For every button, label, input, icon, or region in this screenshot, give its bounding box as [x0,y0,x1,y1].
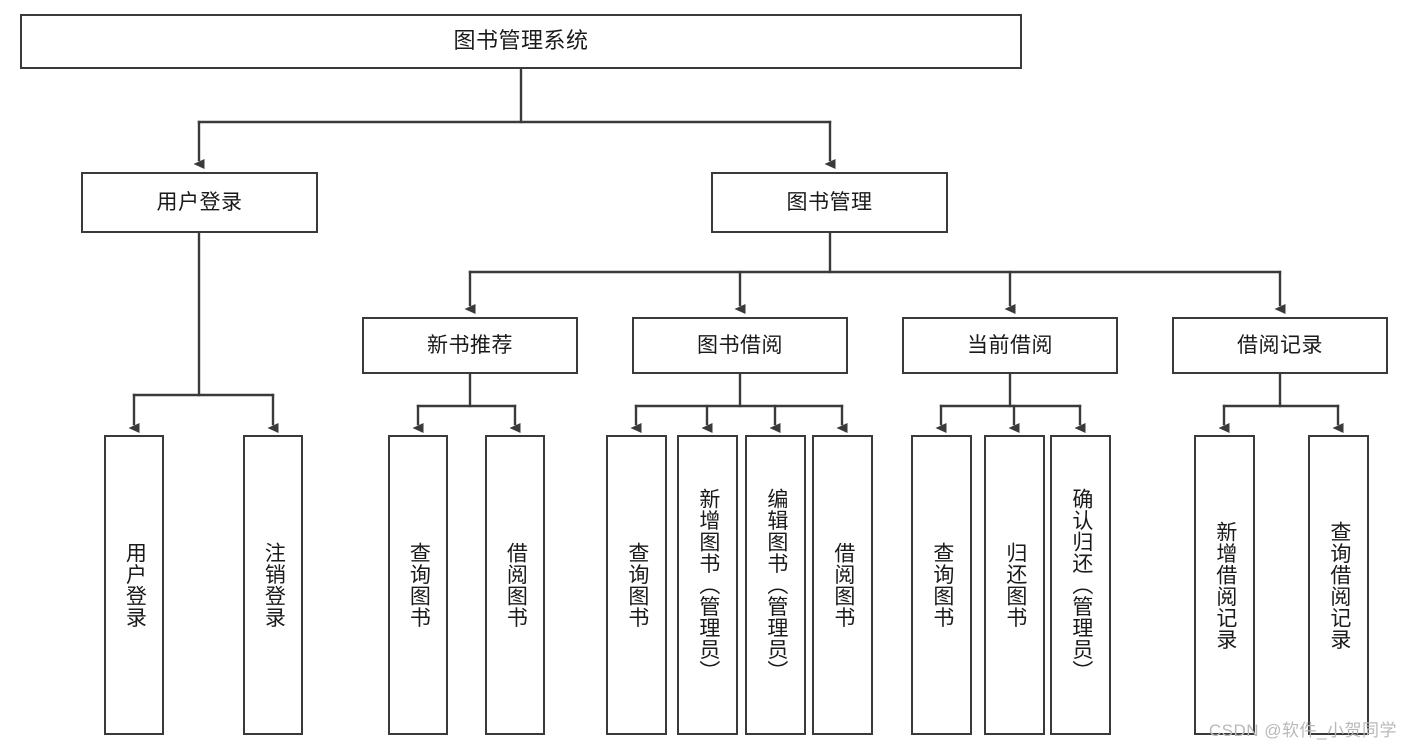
node-book-management[interactable]: 图书管理 [711,172,948,233]
node-leaf-borrow-book[interactable]: 借阅图书 [812,435,873,735]
node-current-borrow[interactable]: 当前借阅 [902,317,1118,374]
node-root[interactable]: 图书管理系统 [20,14,1022,69]
node-leaf-edit-book-admin[interactable]: 编辑图书（管理员） [745,435,806,735]
node-leaf-user-login[interactable]: 用户登录 [104,435,164,735]
node-borrow-record[interactable]: 借阅记录 [1172,317,1388,374]
node-leaf-add-borrow-record-label: 新增借阅记录 [1213,520,1237,650]
node-book-borrow[interactable]: 图书借阅 [632,317,848,374]
node-leaf-query-book-current[interactable]: 查询图书 [911,435,972,735]
node-leaf-add-book-admin[interactable]: 新增图书（管理员） [677,435,738,735]
node-new-book-recommend[interactable]: 新书推荐 [362,317,578,374]
node-book-borrow-label: 图书借阅 [697,333,783,357]
node-leaf-add-book-admin-label: 新增图书（管理员） [696,488,720,682]
node-borrow-record-label: 借阅记录 [1237,333,1323,357]
node-leaf-query-borrow-record[interactable]: 查询借阅记录 [1308,435,1369,735]
node-leaf-edit-book-admin-label: 编辑图书（管理员） [764,488,788,682]
node-leaf-query-book-recommend-label: 查询图书 [407,542,431,628]
node-leaf-logout[interactable]: 注销登录 [243,435,303,735]
node-root-label: 图书管理系统 [453,28,589,54]
node-leaf-query-book-borrow-label: 查询图书 [625,542,649,628]
node-leaf-confirm-return-admin-label: 确认归还（管理员） [1069,488,1093,682]
node-leaf-borrow-book-label: 借阅图书 [831,542,855,628]
node-leaf-borrow-book-recommend[interactable]: 借阅图书 [485,435,545,735]
node-leaf-logout-label: 注销登录 [262,542,286,628]
node-leaf-user-login-label: 用户登录 [123,542,147,628]
node-leaf-query-book-current-label: 查询图书 [930,542,954,628]
node-leaf-return-book-label: 归还图书 [1003,542,1027,628]
node-leaf-query-book-recommend[interactable]: 查询图书 [388,435,448,735]
node-leaf-return-book[interactable]: 归还图书 [984,435,1045,735]
node-new-book-recommend-label: 新书推荐 [427,333,513,357]
node-leaf-query-borrow-record-label: 查询借阅记录 [1327,520,1351,650]
watermark-text: CSDN @软件_小贺同学 [1208,721,1397,740]
node-leaf-confirm-return-admin[interactable]: 确认归还（管理员） [1050,435,1111,735]
node-user-login[interactable]: 用户登录 [81,172,318,233]
node-leaf-add-borrow-record[interactable]: 新增借阅记录 [1194,435,1255,735]
node-user-login-label: 用户登录 [156,190,243,214]
node-leaf-query-book-borrow[interactable]: 查询图书 [606,435,667,735]
node-leaf-borrow-book-recommend-label: 借阅图书 [504,542,528,628]
node-book-management-label: 图书管理 [786,190,873,214]
node-current-borrow-label: 当前借阅 [967,333,1053,357]
